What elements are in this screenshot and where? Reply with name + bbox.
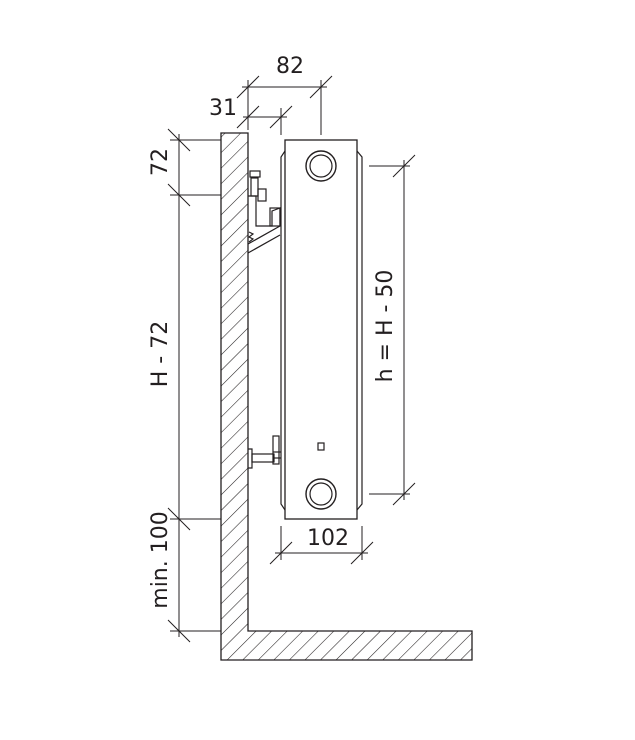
hatched-wall — [220, 132, 473, 661]
dimension-h-minus-72-label: H - 72 — [148, 321, 173, 387]
dimension-31: 31 — [209, 96, 293, 135]
dimension-82-label: 82 — [276, 54, 304, 79]
dimension-h-equals-label: h = H - 50 — [373, 270, 398, 383]
dimension-102-label: 102 — [307, 526, 349, 551]
dimension-31-label: 31 — [209, 96, 237, 121]
dimension-102: 102 — [269, 526, 374, 565]
panel-radiator — [280, 139, 363, 520]
upper-bracket-icon — [247, 170, 281, 254]
lower-bracket-icon — [248, 435, 281, 469]
dimension-82: 82 — [236, 54, 333, 135]
left-dimension-chain: 72 H - 72 min. 100 — [148, 128, 221, 643]
vent-square — [317, 442, 325, 451]
upper-connection-icon — [305, 150, 337, 182]
dimension-min-100-label: min. 100 — [148, 511, 173, 608]
dimension-72-label: 72 — [148, 148, 173, 176]
dimension-connection-spacing: h = H - 50 — [369, 154, 416, 506]
lower-connection-icon — [305, 478, 337, 510]
